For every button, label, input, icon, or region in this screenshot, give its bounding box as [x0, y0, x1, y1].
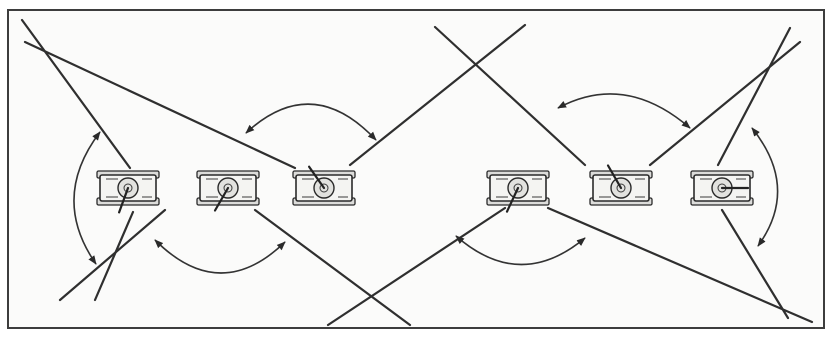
traverse-arrows [73, 93, 779, 274]
armored-vehicle-icon [486, 170, 550, 213]
armored-vehicle-icon [292, 165, 356, 206]
armored-vehicle-icon [196, 170, 260, 212]
sector-line [23, 40, 297, 170]
vehicle-hatch [223, 183, 233, 193]
vehicle-gun [308, 165, 326, 190]
armored-vehicle-icon [690, 170, 754, 206]
right-group [486, 164, 754, 213]
sector-line [546, 206, 814, 324]
armored-vehicle-icon [96, 170, 160, 214]
sector-line [253, 208, 412, 327]
vehicle-detail [496, 178, 542, 198]
vehicle-hatch [616, 183, 626, 193]
vehicle-gun [118, 186, 130, 214]
sector-line [58, 208, 167, 302]
vehicle-gun [606, 164, 623, 190]
vehicle-gun [213, 186, 230, 212]
vehicle-hatch [513, 183, 523, 193]
vehicle-detail [206, 178, 252, 198]
vehicle-hatch [319, 183, 329, 193]
armored-vehicle-icon [589, 164, 653, 206]
vehicle-detail [106, 178, 152, 198]
vehicle-detail [599, 178, 645, 198]
sector-line [326, 206, 507, 327]
diagram-frame [7, 9, 825, 329]
traverse-arrow [455, 235, 586, 266]
left-group [96, 165, 356, 214]
sector-line [93, 210, 135, 302]
vehicle-hatch [123, 183, 133, 193]
sector-line [648, 40, 802, 167]
traverse-arrow [154, 239, 286, 274]
traverse-arrow [245, 103, 377, 141]
traverse-arrow [751, 127, 779, 247]
vehicle-detail [700, 178, 746, 198]
traverse-arrow [557, 93, 691, 129]
traverse-arrow [73, 131, 101, 265]
sector-line [348, 23, 527, 167]
sector-line [720, 208, 790, 320]
sector-lines [20, 18, 814, 327]
sector-line [20, 18, 132, 170]
vehicle-gun [505, 186, 520, 213]
sector-line [433, 25, 587, 167]
vehicle-detail [302, 178, 348, 198]
sector-line [716, 26, 792, 167]
